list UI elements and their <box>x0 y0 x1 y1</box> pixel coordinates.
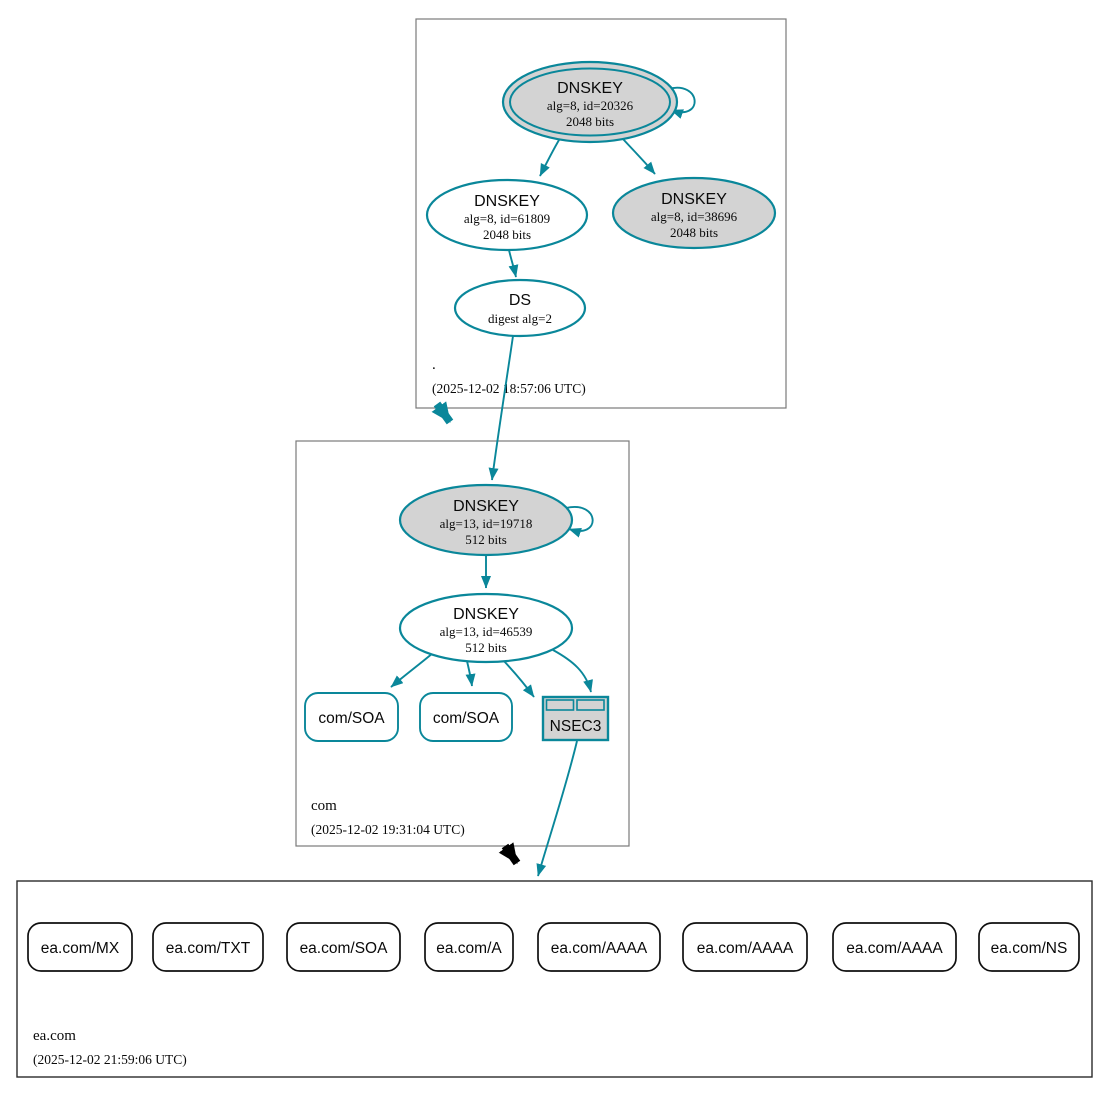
eacom-aaaa2-label: ea.com/AAAA <box>697 940 794 957</box>
eacom-txt-box <box>152 922 264 972</box>
com-ksk-title: DNSKEY <box>453 498 519 515</box>
com-zsk-detail1: alg=13, id=46539 <box>440 624 533 639</box>
edge-com-ksk-self-sign <box>565 505 594 538</box>
com-soa2-box <box>419 692 513 742</box>
com-nsec3-cell-1 <box>545 699 575 711</box>
edge-com-zsk-to-nsec3-b <box>552 649 593 693</box>
eacom-aaaa1-box <box>537 922 661 972</box>
eacom-aaaa1-label: ea.com/AAAA <box>551 940 648 957</box>
edge-nsec3-to-eacom <box>536 740 578 877</box>
node-root-key-38696: DNSKEY alg=8, id=38696 2048 bits <box>611 176 777 250</box>
node-eacom-soa: ea.com/SOA <box>286 922 401 972</box>
eacom-soa-label: ea.com/SOA <box>300 940 389 957</box>
root-ksk-title: DNSKEY <box>557 80 623 97</box>
eacom-aaaa2-box <box>682 922 808 972</box>
zone-root-label: . <box>432 357 436 373</box>
zone-root-timestamp: (2025-12-02 18:57:06 UTC) <box>432 381 586 396</box>
eacom-a-box <box>424 922 514 972</box>
eacom-aaaa3-label: ea.com/AAAA <box>846 940 943 957</box>
edge-delegation-root-to-com <box>431 401 454 425</box>
edge-root-ksk-to-key38696 <box>622 138 656 175</box>
com-zsk-title: DNSKEY <box>453 606 519 623</box>
root-ds-detail1: digest alg=2 <box>488 311 552 326</box>
eacom-ns-box <box>978 922 1080 972</box>
com-ksk-ellipse <box>398 483 574 557</box>
edge-delegation-com-to-eacom <box>498 842 521 866</box>
node-eacom-txt: ea.com/TXT <box>152 922 264 972</box>
root-ksk-detail2: 2048 bits <box>566 114 614 129</box>
zone-eacom-box <box>16 880 1093 1078</box>
node-root-ksk-20326: DNSKEY alg=8, id=20326 2048 bits <box>501 60 679 144</box>
com-ksk-detail1: alg=13, id=19718 <box>440 516 533 531</box>
com-zsk-ellipse <box>398 592 574 664</box>
com-nsec3-label: NSEC3 <box>550 718 602 735</box>
eacom-a-label: ea.com/A <box>436 940 502 957</box>
eacom-aaaa3-box <box>832 922 957 972</box>
com-ksk-detail2: 512 bits <box>465 532 507 547</box>
com-zsk-detail2: 512 bits <box>465 640 507 655</box>
zone-com-timestamp: (2025-12-02 19:31:04 UTC) <box>311 822 465 837</box>
root-zsk-detail1: alg=8, id=61809 <box>464 211 550 226</box>
node-com-ksk-19718: DNSKEY alg=13, id=19718 512 bits <box>398 483 574 557</box>
node-eacom-aaaa-3: ea.com/AAAA <box>832 922 957 972</box>
node-com-soa-2: com/SOA <box>419 692 513 742</box>
edge-com-zsk-to-nsec3-a <box>502 659 535 698</box>
edge-root-ksk-to-zsk <box>539 139 560 177</box>
node-eacom-mx: ea.com/MX <box>27 922 133 972</box>
com-soa1-label: com/SOA <box>318 710 385 727</box>
root-ksk-inner-ellipse <box>509 67 671 137</box>
zone-eacom-timestamp: (2025-12-02 21:59:06 UTC) <box>33 1052 187 1067</box>
node-com-zsk-46539: DNSKEY alg=13, id=46539 512 bits <box>398 592 574 664</box>
com-nsec3-cell-2 <box>576 699 605 711</box>
com-soa2-label: com/SOA <box>433 710 500 727</box>
edge-root-ksk-self-sign <box>667 86 696 119</box>
edge-com-zsk-to-soa1 <box>390 652 434 688</box>
root-ds-title: DS <box>509 292 531 309</box>
edge-ds-to-com-ksk <box>488 335 514 481</box>
eacom-mx-label: ea.com/MX <box>41 940 120 957</box>
eacom-ns-label: ea.com/NS <box>991 940 1068 957</box>
node-eacom-aaaa-1: ea.com/AAAA <box>537 922 661 972</box>
root-key38696-detail1: alg=8, id=38696 <box>651 209 738 224</box>
node-eacom-aaaa-2: ea.com/AAAA <box>682 922 808 972</box>
root-ksk-outer-ellipse <box>501 60 679 144</box>
node-root-zsk-61809: DNSKEY alg=8, id=61809 2048 bits <box>425 178 589 252</box>
eacom-mx-box <box>27 922 133 972</box>
zone-com-label: com <box>311 798 337 814</box>
zone-eacom-label: ea.com <box>33 1028 76 1044</box>
zone-com-box <box>295 440 630 847</box>
node-com-nsec3: NSEC3 <box>541 695 610 742</box>
root-key38696-ellipse <box>611 176 777 250</box>
edge-root-zsk-to-ds <box>508 249 519 278</box>
root-key38696-detail2: 2048 bits <box>670 225 718 240</box>
com-soa1-box <box>304 692 399 742</box>
node-eacom-ns: ea.com/NS <box>978 922 1080 972</box>
root-ds-ellipse <box>453 278 587 338</box>
node-com-soa-1: com/SOA <box>304 692 399 742</box>
node-root-ds: DS digest alg=2 <box>453 278 587 338</box>
node-eacom-a: ea.com/A <box>424 922 514 972</box>
eacom-txt-label: ea.com/TXT <box>166 940 251 957</box>
root-zsk-detail2: 2048 bits <box>483 227 531 242</box>
edge-com-zsk-to-soa2 <box>465 660 476 687</box>
root-zsk-ellipse <box>425 178 589 252</box>
root-ksk-detail1: alg=8, id=20326 <box>547 98 634 113</box>
root-zsk-title: DNSKEY <box>474 193 540 210</box>
eacom-soa-box <box>286 922 401 972</box>
root-key38696-title: DNSKEY <box>661 191 727 208</box>
zone-root-box <box>415 18 787 409</box>
